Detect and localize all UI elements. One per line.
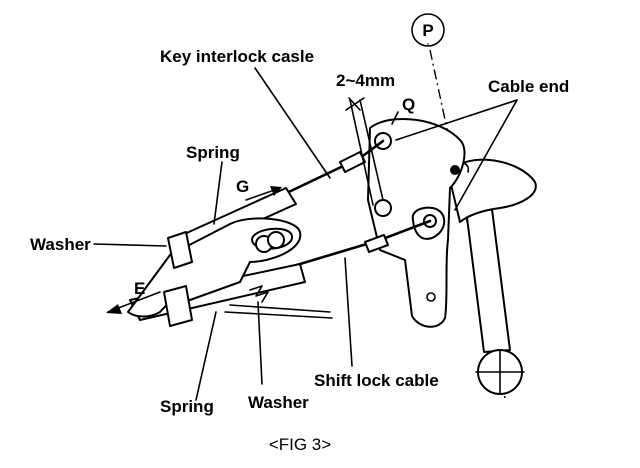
e-label: E — [134, 279, 145, 298]
key-interlock-cable-label: Key interlock casle — [160, 47, 314, 66]
dimension-label: 2~4mm — [336, 71, 395, 90]
q-label: Q — [402, 95, 415, 114]
leader-lines — [93, 43, 518, 401]
figure-caption: <FIG 3> — [269, 435, 331, 454]
shift-lever — [429, 49, 537, 399]
dimension-mark — [345, 97, 384, 206]
washer-left-label: Washer — [30, 235, 91, 254]
spring-bottom-label: Spring — [160, 397, 214, 416]
cable-end-label: Cable end — [488, 77, 569, 96]
p-label: P — [422, 21, 433, 40]
washer-bottom-label: Washer — [248, 393, 309, 412]
direction-arrows — [106, 186, 282, 314]
detent-bracket — [367, 117, 466, 328]
p-position-marker: P — [411, 13, 445, 47]
cable-bracket — [127, 217, 333, 327]
g-label: G — [236, 177, 249, 196]
shift-lock-cable-label: Shift lock cable — [314, 371, 439, 390]
spring-top-label: Spring — [186, 143, 240, 162]
